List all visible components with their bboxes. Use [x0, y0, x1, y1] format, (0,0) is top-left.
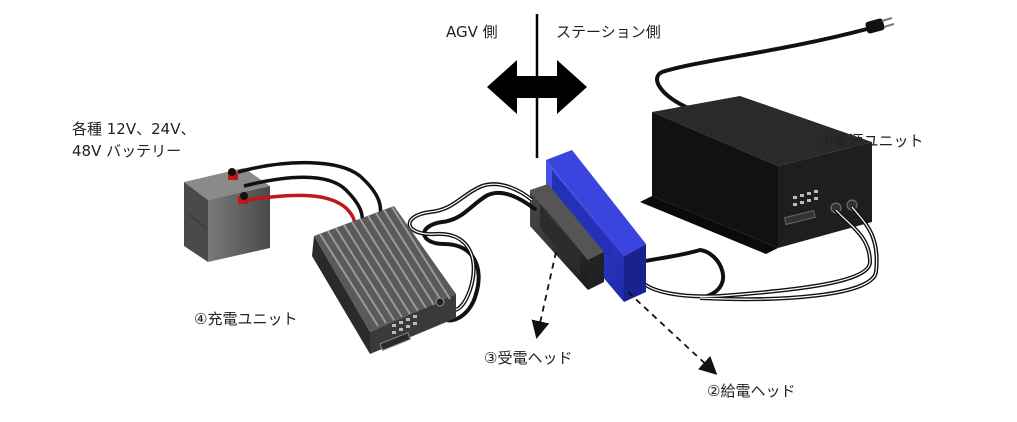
station-side-label: ステーション側 [556, 23, 661, 41]
double-arrow-icon [487, 60, 587, 114]
receive-head-label: ③受電ヘッド [484, 349, 573, 367]
battery-label-line1: 各種 12V、24V、 [72, 120, 196, 138]
power-cord [655, 27, 868, 110]
power-plug-icon [865, 17, 895, 34]
battery-label-line2: 48V バッテリー [72, 142, 182, 160]
power-unit-label: ①電源ユニット [820, 132, 924, 150]
power-to-supply-cables-inner [639, 206, 878, 300]
receive-head-device [530, 184, 604, 290]
power-unit-device [640, 96, 872, 254]
receive-head-callout-arrow [531, 251, 557, 340]
supply-head-callout-arrow [627, 291, 718, 375]
charge-unit-label: ④充電ユニット [194, 310, 298, 328]
agv-side-label: AGV 側 [446, 23, 498, 41]
battery-label: 各種 12V、24V、 48V バッテリー [72, 118, 195, 162]
battery-pack [184, 168, 270, 262]
supply-head-label: ②給電ヘッド [707, 382, 796, 400]
receive-to-charge-cables-inner [409, 183, 533, 311]
charge-unit-device [312, 206, 456, 354]
